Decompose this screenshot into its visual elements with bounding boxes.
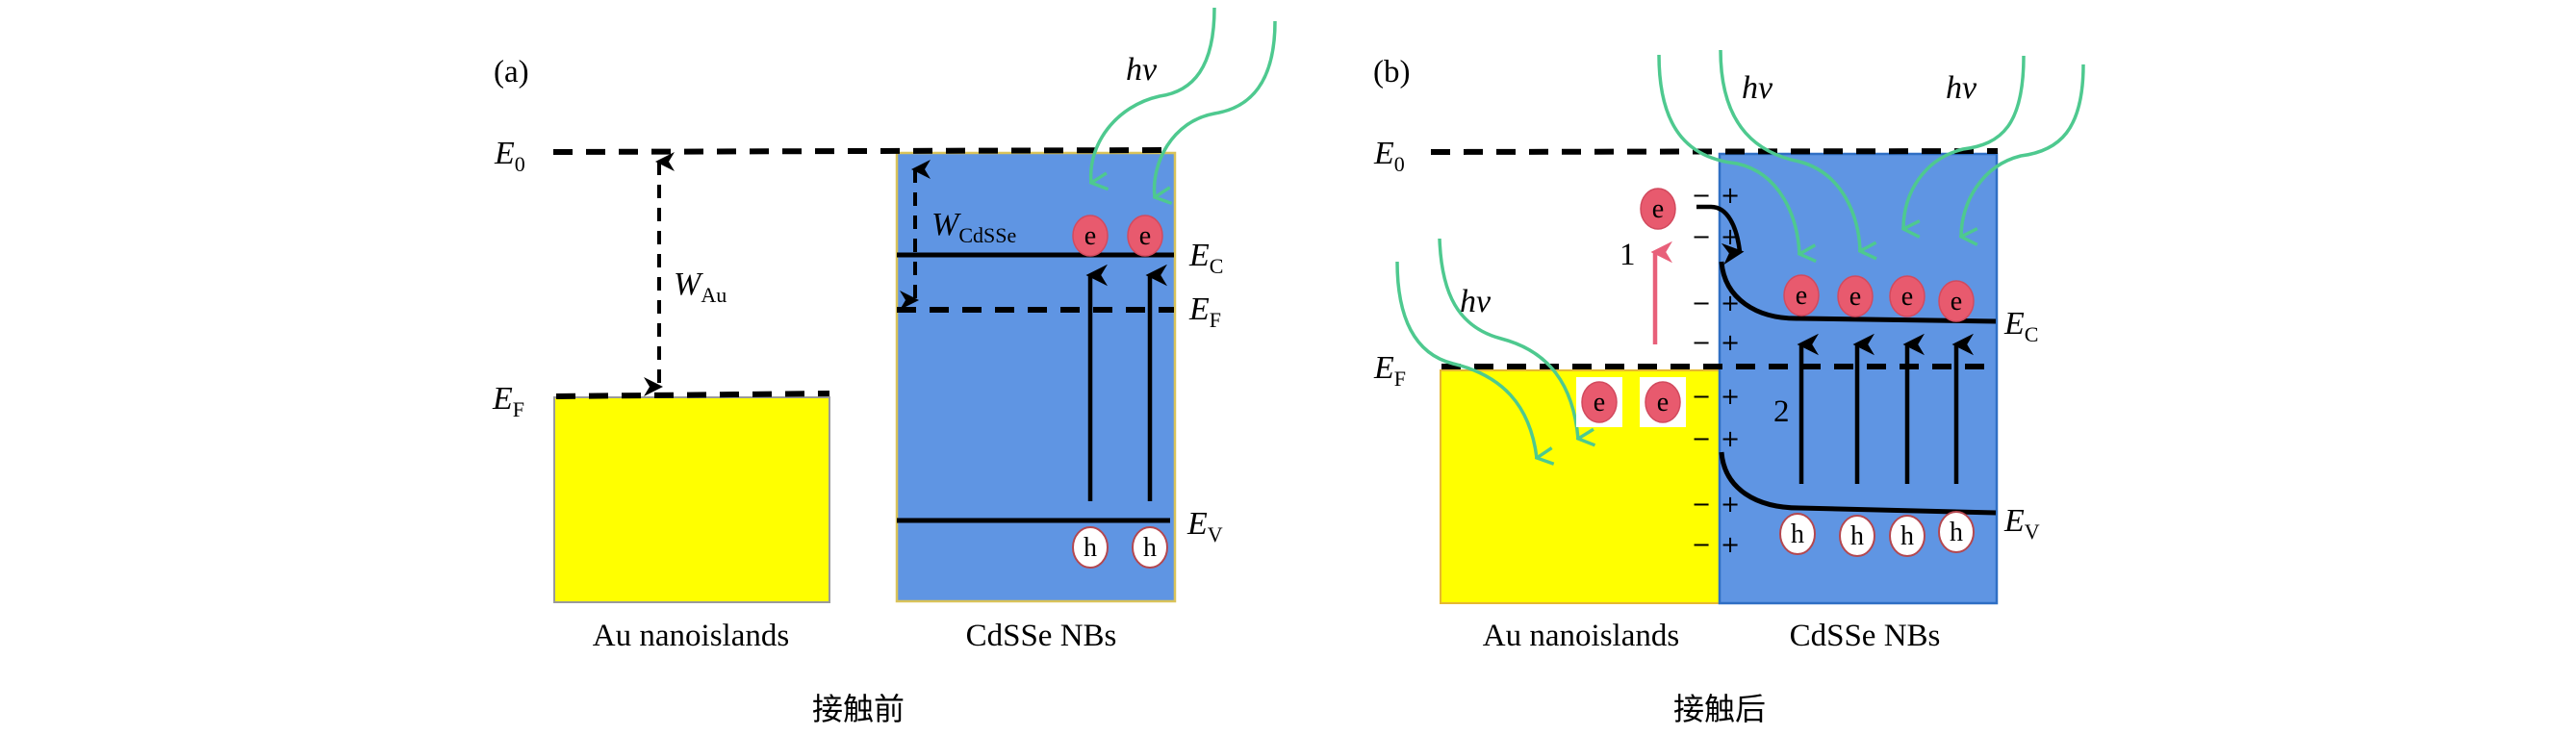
positive-charge: +	[1721, 329, 1740, 356]
electron-symbol: e	[1849, 282, 1861, 312]
electron: e	[1127, 215, 1163, 257]
panel-a-semi-work-function-label: WCdSSe	[931, 207, 1016, 247]
hole-symbol: h	[1950, 518, 1963, 547]
negative-charge: −	[1692, 223, 1711, 250]
panel-b-process-2-label: 2	[1773, 394, 1790, 429]
negative-charge: −	[1692, 425, 1711, 452]
electron-symbol: e	[1796, 281, 1807, 311]
hole-symbol: h	[1084, 533, 1097, 563]
panel-b-process-1-label: 1	[1620, 238, 1636, 272]
panel-b-photon-arrow	[1903, 55, 2026, 229]
hole-symbol: h	[1143, 533, 1157, 563]
panel-a-metal-fermi-label: EF	[492, 381, 524, 421]
metal-electron-symbol: e	[1594, 388, 1605, 418]
positive-charge: +	[1721, 182, 1740, 209]
positive-charge: +	[1721, 223, 1740, 250]
positive-charge: +	[1721, 491, 1740, 518]
panel-b: (b) E0 EF EC EV 1 2 hv hv hv	[1373, 49, 2085, 727]
panel-b-photon-arrow	[1719, 49, 1860, 251]
panel-b-vacuum-label: E0	[1373, 136, 1405, 176]
hole: h	[1938, 511, 1975, 553]
hot-electron: e	[1640, 188, 1676, 230]
metal-electron-symbol: e	[1657, 388, 1669, 418]
panel-b-photon-arrow	[1657, 54, 1799, 254]
panel-a-photon-arrow	[1155, 20, 1277, 197]
electron-symbol: e	[1901, 282, 1913, 312]
panel-a-metal-work-function-label: WAu	[674, 266, 727, 307]
negative-charge: −	[1692, 531, 1711, 558]
hole: h	[1779, 513, 1816, 555]
panel-a-semi-fermi-label: EF	[1188, 291, 1221, 332]
panel-b-vacuum-level	[1430, 148, 1999, 155]
panel-a-caption: 接触前	[812, 691, 905, 727]
panel-a-metal-fermi-level	[555, 391, 830, 399]
electron-symbol: e	[1951, 287, 1962, 317]
panel-a-vacuum-level	[552, 147, 1173, 155]
hole-symbol: h	[1900, 521, 1914, 551]
panel-b-photon-label: hv	[1742, 70, 1773, 106]
panel-b-semiconductor-label: CdSSe NBs	[1790, 619, 1941, 653]
panel-b-valence-band	[1719, 451, 1997, 516]
electron: e	[1783, 274, 1820, 317]
panel-b-metal-label: Au nanoislands	[1483, 619, 1679, 653]
panel-a-photon-arrow	[1091, 7, 1216, 183]
metal-electron: e	[1640, 377, 1686, 427]
hole: h	[1889, 515, 1926, 557]
electron: e	[1837, 275, 1874, 317]
hot-electron-symbol: e	[1652, 194, 1664, 224]
electron: e	[1938, 280, 1975, 322]
panel-b-injection-arrow	[1696, 204, 1745, 266]
hole-symbol: h	[1791, 520, 1804, 549]
electron-symbol: e	[1084, 221, 1096, 251]
panel-b-photon-arrow	[1395, 261, 1537, 458]
panel-a-tag: (a)	[494, 55, 529, 89]
negative-charge: −	[1692, 182, 1711, 209]
panel-a-valence-label: EV	[1186, 506, 1223, 546]
panel-b-conduction-label: EC	[2003, 306, 2038, 346]
hole: h	[1839, 515, 1875, 557]
panel-b-photon-arrow	[1438, 238, 1578, 439]
positive-charge: +	[1721, 531, 1740, 558]
panel-b-photon-label: hv	[1946, 70, 1977, 106]
negative-charge: −	[1692, 491, 1711, 518]
panel-a-vacuum-label: E0	[494, 136, 525, 176]
panel-b-photon-arrow	[1961, 63, 2085, 237]
panel-a-metal-label: Au nanoislands	[593, 619, 789, 653]
negative-charge: −	[1692, 383, 1711, 410]
panel-a-metal-block	[553, 396, 830, 603]
panel-b-fermi-label: EF	[1373, 350, 1406, 391]
panel-b-photon-label: hv	[1460, 284, 1492, 319]
panel-b-tag: (b)	[1373, 55, 1410, 89]
positive-charge: +	[1721, 383, 1740, 410]
hole: h	[1132, 526, 1168, 569]
panel-a-semiconductor-label: CdSSe NBs	[966, 619, 1117, 653]
hole: h	[1072, 526, 1109, 569]
hole-symbol: h	[1850, 521, 1864, 551]
positive-charge: +	[1721, 425, 1740, 452]
negative-charge: −	[1692, 290, 1711, 317]
positive-charge: +	[1721, 290, 1740, 317]
panel-b-depletion-charges: −+−+−+−+−+−+−+−+	[1692, 182, 1740, 558]
panel-b-caption: 接触后	[1673, 691, 1766, 727]
panel-a-photon-label: hv	[1126, 52, 1158, 88]
metal-electron: e	[1576, 377, 1622, 427]
panel-b-conduction-band	[1719, 261, 1997, 324]
negative-charge: −	[1692, 329, 1711, 356]
panel-a-conduction-label: EC	[1188, 238, 1223, 278]
electron: e	[1072, 215, 1109, 257]
panel-b-valence-label: EV	[2003, 503, 2040, 544]
electron: e	[1889, 275, 1926, 317]
electron-symbol: e	[1139, 221, 1151, 251]
panel-a: (a) E0 EF WAu EC EF EV WCdSSe hv e e h h	[492, 7, 1277, 727]
